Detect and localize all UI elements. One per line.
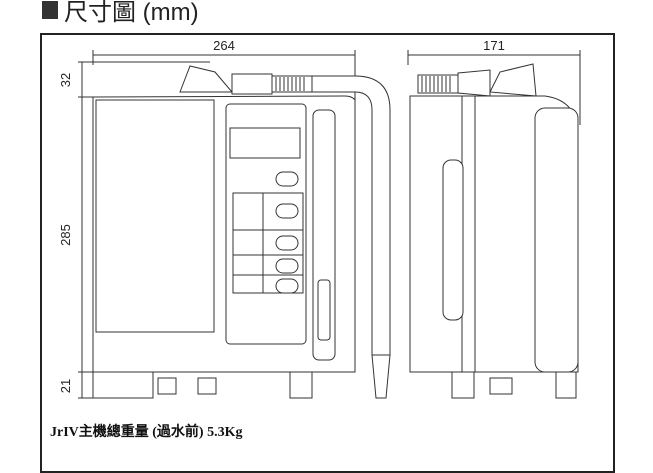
title-text: 尺寸圖 (mm) (64, 0, 199, 26)
depth-label: 171 (483, 38, 505, 53)
button (275, 258, 299, 274)
width-label: 264 (213, 38, 235, 53)
body-height-label: 285 (58, 224, 73, 246)
button (275, 278, 299, 294)
button (275, 203, 299, 219)
page-title: 尺寸圖 (mm) (42, 0, 199, 27)
button (275, 235, 299, 251)
height-dimensions: 32 285 21 (58, 61, 210, 399)
title-bullet-icon (42, 0, 58, 19)
top-height-label: 32 (58, 73, 73, 87)
front-view (92, 65, 391, 399)
button (275, 171, 299, 187)
foot-height-label: 21 (58, 379, 73, 393)
depth-dimension: 171 (407, 38, 581, 125)
filter-hose (271, 75, 391, 399)
display-screen (229, 127, 301, 159)
weight-caption: JrIV主機總重量 (過水前) 5.3Kg (50, 425, 243, 440)
side-view (409, 63, 579, 399)
dimension-drawing: 264 171 32 285 21 (58, 38, 581, 399)
